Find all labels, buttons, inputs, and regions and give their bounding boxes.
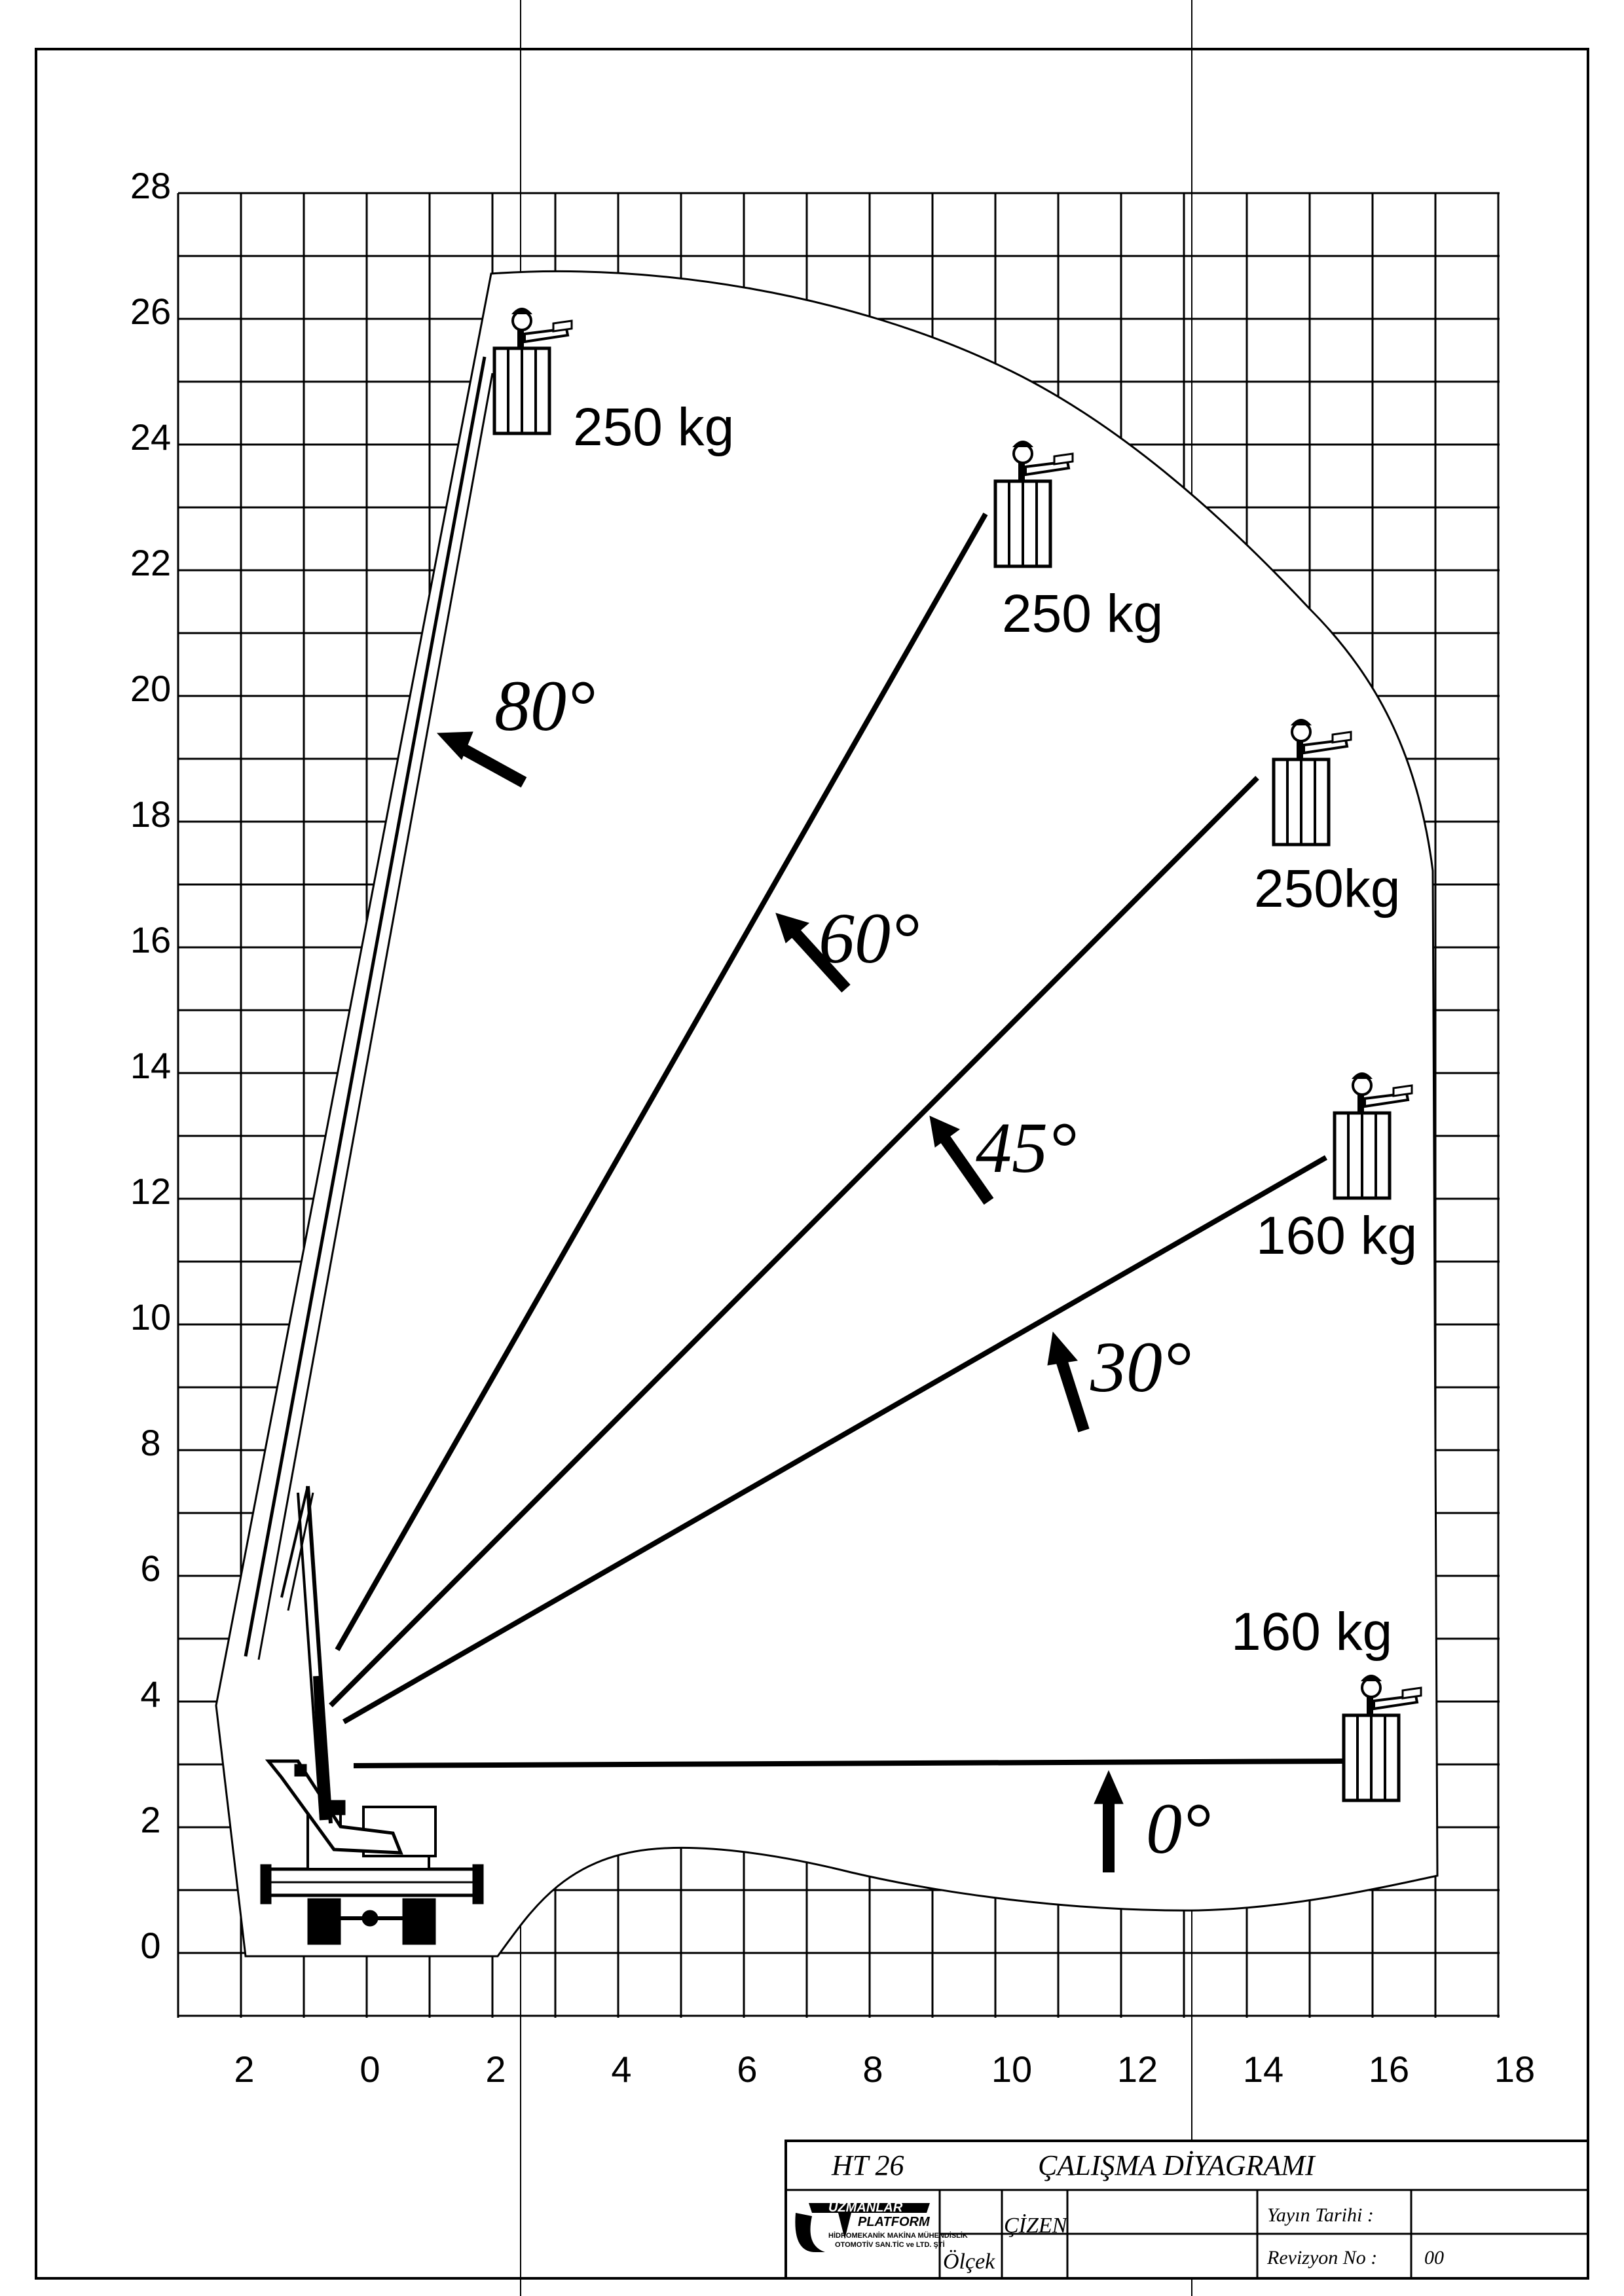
y-axis-label: 10 [130,1296,171,1338]
company-logo: UZMANLAR PLATFORM HİDROMEKANİK MAKİNA MÜ… [795,2200,968,2252]
y-axis-label: 16 [130,919,171,960]
y-axis-label: 4 [140,1673,160,1715]
y-axis-label: 8 [140,1422,160,1463]
direction-arrows [436,731,1124,1872]
x-axis-label: 18 [1494,2049,1535,2090]
x-axis-label: 12 [1117,2049,1158,2090]
logo-line-3: HİDROMEKANİK MAKİNA MÜHENDİSLİK [828,2231,968,2240]
revision-value: 00 [1424,2247,1444,2269]
boom-45-line [329,776,1259,1707]
y-axis-label: 24 [130,416,171,458]
x-axis-label: 4 [611,2049,631,2090]
vehicle-base [260,1485,484,1945]
x-axis-label: 0 [360,2049,380,2090]
x-axis-label: 10 [991,2049,1032,2090]
load-label-60: 250 kg [1002,584,1163,644]
model-name: HT 26 [831,2149,904,2181]
angle-label-0: 0° [1146,1789,1211,1868]
arrow-60 [775,913,851,993]
x-axis-label: 2 [485,2049,506,2090]
x-axis-label: 6 [737,2049,757,2090]
x-axis-label: 8 [862,2049,883,2090]
arrow-80 [436,731,527,788]
angle-label-45: 45° [976,1108,1077,1188]
x-axis-label: 2 [234,2049,254,2090]
working-envelope [215,270,1439,1958]
boom-lines [244,356,1343,1768]
y-axis-label: 0 [140,1925,160,1966]
logo-line-2: PLATFORM [858,2215,931,2229]
y-axis-label: 26 [130,291,171,332]
load-label-30: 160 kg [1256,1206,1417,1266]
y-axis-label: 22 [130,542,171,583]
load-label-45: 250kg [1254,859,1400,919]
y-axis-label: 20 [130,668,171,709]
arrow-30 [1047,1331,1090,1432]
scale-label: Ölçek [943,2250,995,2274]
y-axis-label: 6 [140,1548,160,1589]
load-label-0: 160 kg [1231,1602,1392,1662]
logo-line-4: OTOMOTİV SAN.TİC ve LTD. ŞTİ [835,2240,945,2249]
y-axis-label: 12 [130,1171,171,1212]
boom-80-line [244,356,487,1657]
diagram-title: ÇALIŞMA DİYAGRAMI [1038,2149,1316,2181]
angle-label-60: 60° [819,898,919,978]
revision-label: Revizyon No : [1266,2247,1377,2269]
arrow-45 [929,1116,994,1205]
boom-0-line [353,1758,1343,1768]
x-axis-label: 14 [1243,2049,1283,2090]
boom-30-line [342,1155,1327,1724]
y-axis-label: 28 [130,165,171,206]
title-block: HT 26 ÇALIŞMA DİYAGRAMI UZMANLAR PLATFOR… [784,2140,1589,2280]
drawn-label: ÇİZEN [1004,2214,1069,2238]
arrow-0 [1094,1770,1124,1872]
boom-60-line [335,513,988,1651]
publish-date-label: Yayın Tarihi : [1267,2204,1374,2226]
x-axis-label: 16 [1369,2049,1409,2090]
boom-80-line [257,373,494,1660]
y-axis-label: 18 [130,793,171,835]
load-label-80: 250 kg [573,397,734,457]
angle-label-30: 30° [1090,1327,1191,1407]
logo-line-1: UZMANLAR [828,2200,903,2215]
y-axis-label: 14 [130,1045,171,1086]
y-axis-label: 2 [140,1799,160,1840]
angle-label-80: 80° [494,666,595,746]
